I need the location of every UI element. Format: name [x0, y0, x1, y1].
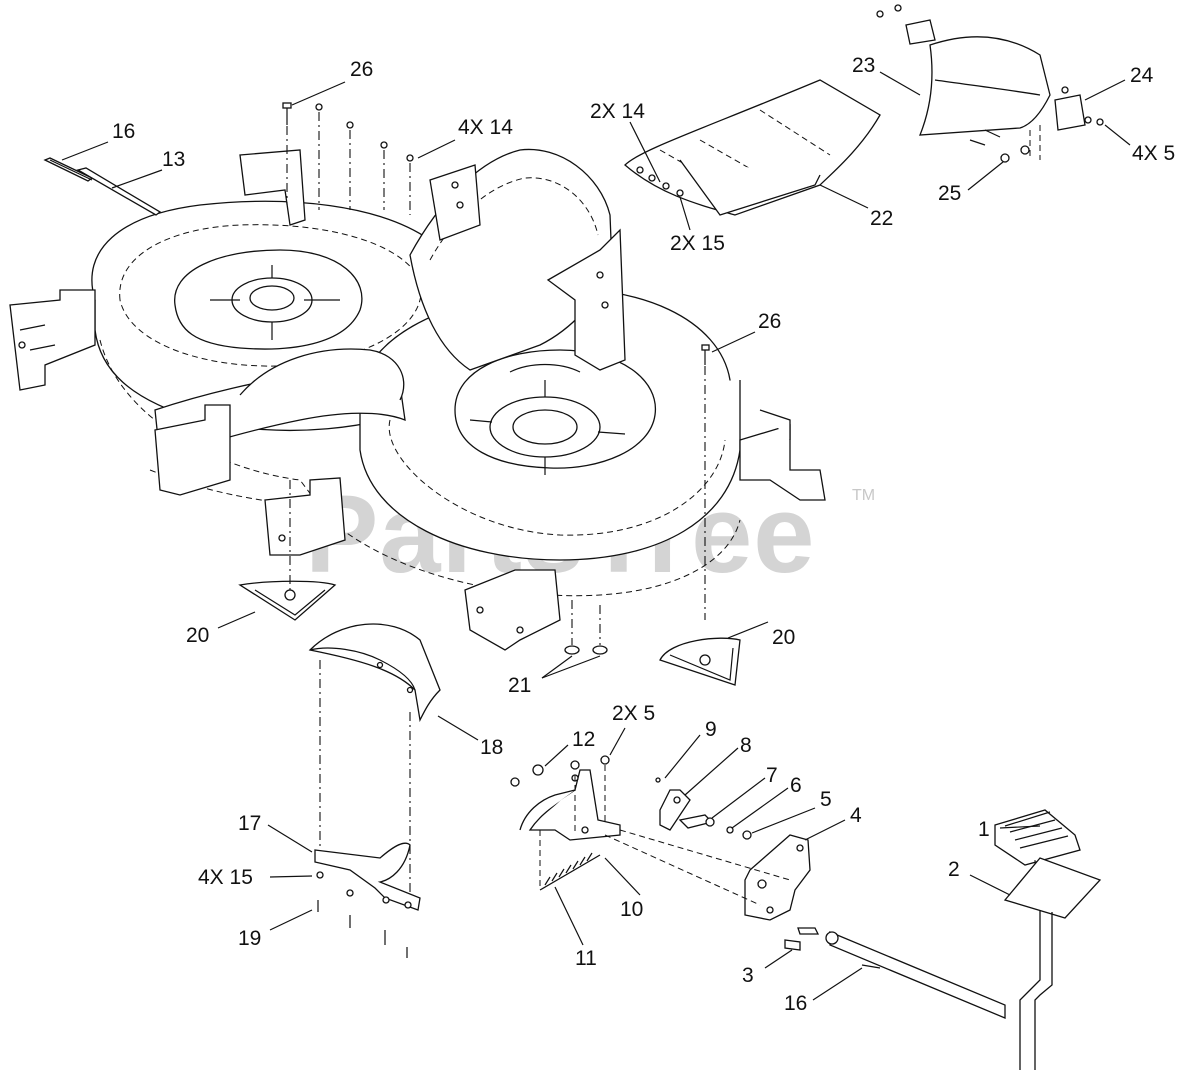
callout-18: 18: [480, 736, 503, 759]
callout-23: 23: [852, 54, 875, 77]
callout-1: 1: [978, 818, 990, 841]
chute-deflector: [624, 79, 881, 216]
top-hardware: [43, 102, 414, 216]
callout-10: 10: [620, 898, 643, 921]
deck-bolts: [564, 600, 608, 655]
callout-7: 7: [766, 764, 778, 787]
right-hardware: [701, 344, 710, 620]
callout-3: 3: [742, 964, 754, 987]
callout-26-right: 26: [758, 310, 781, 333]
deck-shield: [308, 623, 441, 905]
callout-2x-5: 2X 5: [612, 702, 655, 725]
leader-lines: [61, 71, 1131, 1001]
callout-26-top: 26: [350, 58, 373, 81]
callout-4x-5-top: 4X 5: [1132, 142, 1175, 165]
callout-4: 4: [850, 804, 862, 827]
callout-13: 13: [162, 148, 185, 171]
callout-2x-15: 2X 15: [670, 232, 725, 255]
callout-2: 2: [948, 858, 960, 881]
callout-12: 12: [572, 728, 595, 751]
callout-11: 11: [575, 947, 597, 970]
callout-17: 17: [238, 812, 261, 835]
callout-16-bottom: 16: [784, 992, 807, 1015]
callout-22: 22: [870, 207, 893, 230]
callout-4x-14: 4X 14: [458, 116, 513, 139]
callout-5: 5: [820, 788, 832, 811]
callout-20-left: 20: [186, 624, 209, 647]
callout-2x-14: 2X 14: [590, 100, 645, 123]
deck-housing: [9, 148, 826, 651]
callout-19: 19: [238, 927, 261, 950]
callout-21: 21: [508, 674, 531, 697]
callout-24: 24: [1130, 64, 1154, 87]
watermark-trademark: TM: [852, 487, 875, 504]
mounting-bracket: [314, 842, 421, 958]
callout-8: 8: [740, 734, 752, 757]
baffle-right: [659, 637, 741, 686]
callout-9: 9: [705, 718, 717, 741]
baffle-left: [238, 480, 337, 621]
lift-pedal: [825, 809, 1102, 1070]
lift-lever-assembly: [510, 755, 820, 951]
callout-16-top: 16: [112, 120, 135, 143]
callout-20-right: 20: [772, 626, 795, 649]
callout-4x-15: 4X 15: [198, 866, 253, 889]
callout-25: 25: [938, 182, 961, 205]
callout-labels: 26 16 13 4X 14 2X 14 2X 15 22 23 24 4X 5…: [112, 54, 1175, 1015]
callout-6: 6: [790, 774, 802, 797]
mulch-plug: [876, 4, 1104, 163]
